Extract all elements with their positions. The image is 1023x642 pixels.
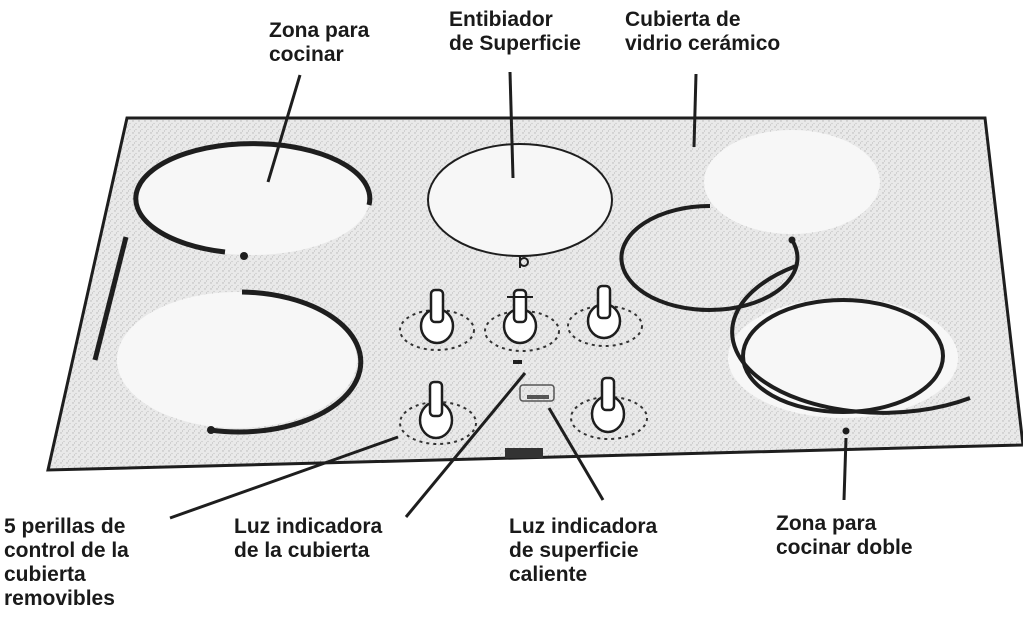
- label-line: vidrio cerámico: [625, 32, 781, 55]
- surface-warmer: [427, 143, 613, 268]
- dual-cooking-zone: [728, 264, 971, 435]
- front-left-cooking-zone: [92, 236, 364, 435]
- label-line: de la cubierta: [234, 539, 370, 562]
- label-line: Zona para: [269, 19, 370, 42]
- back-left-cooking-zone: [133, 141, 373, 260]
- label-cooking-zone: Zona para cocinar: [269, 19, 369, 67]
- label-line: removibles: [4, 587, 115, 610]
- label-ceramic-glass: Cubierta de vidrio cerámico: [625, 8, 780, 56]
- label-line: Zona para: [776, 512, 877, 535]
- control-knob-3: [567, 284, 643, 347]
- label-cooktop-indicator: Luz indicadora de la cubierta: [234, 515, 382, 563]
- label-dual-cooking-zone: Zona para cocinar doble: [776, 512, 913, 560]
- label-line: Entibiador: [449, 8, 553, 31]
- leader-lines: [169, 71, 848, 520]
- label-line: Luz indicadora: [234, 515, 383, 538]
- label-control-knobs: 5 perillas de control de la cubierta rem…: [4, 515, 129, 611]
- back-right-cooking-zone: [619, 130, 880, 312]
- label-line: de Superficie: [449, 32, 581, 55]
- label-line: caliente: [509, 563, 588, 586]
- label-line: cocinar doble: [776, 536, 913, 559]
- label-line: cubierta: [4, 563, 86, 586]
- control-knob-4: [399, 380, 477, 445]
- indicator-lights: [505, 360, 555, 458]
- control-knob-2: [484, 288, 560, 352]
- label-line: Cubierta de: [625, 8, 741, 31]
- label-hot-surface-indicator: Luz indicadora de superficie caliente: [509, 515, 657, 587]
- label-line: Luz indicadora: [509, 515, 658, 538]
- label-line: de superficie: [509, 539, 639, 562]
- control-knob-1: [399, 288, 475, 351]
- label-surface-warmer: Entibiador de Superficie: [449, 8, 581, 56]
- label-line: 5 perillas de: [4, 515, 126, 538]
- label-line: control de la: [4, 539, 129, 562]
- control-knob-5: [570, 376, 648, 440]
- label-line: cocinar: [269, 43, 344, 66]
